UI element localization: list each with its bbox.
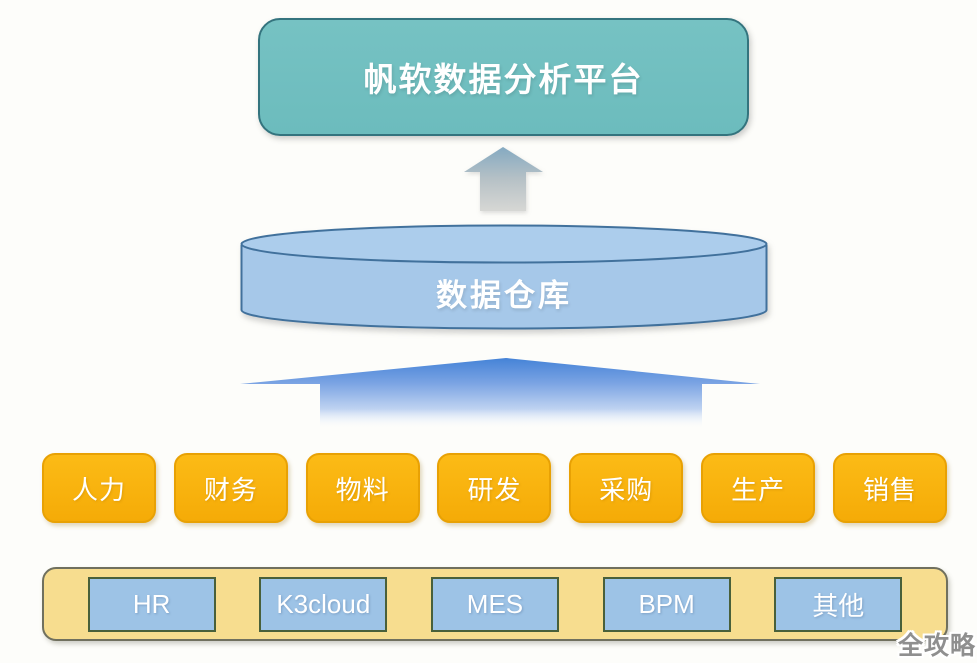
department-box-caigou: 采购 xyxy=(569,453,684,523)
department-label: 财务 xyxy=(203,474,258,505)
system-label: HR xyxy=(132,588,171,619)
department-row: 人力 财务 物料 研发 采购 生产 销售 xyxy=(42,453,947,523)
warehouse-label: 数据仓库 xyxy=(436,278,572,313)
cylinder-shape-icon xyxy=(240,224,768,330)
department-label: 销售 xyxy=(862,474,917,505)
system-label: K3cloud xyxy=(276,588,371,619)
up-arrow-icon xyxy=(464,147,543,211)
systems-panel: HR K3cloud MES BPM 其他 xyxy=(42,567,948,641)
department-label: 研发 xyxy=(467,474,522,505)
system-box-bpm: BPM xyxy=(602,576,731,632)
watermark: 全攻略 xyxy=(897,632,976,660)
department-label: 生产 xyxy=(731,474,786,505)
department-box-wuliao: 物料 xyxy=(305,453,420,523)
department-box-shengchan: 生产 xyxy=(701,453,816,523)
warehouse-cylinder: 数据仓库 xyxy=(240,224,768,330)
department-box-yanfa: 研发 xyxy=(437,453,552,523)
system-box-hr: HR xyxy=(87,576,216,632)
platform-box: 帆软数据分析平台 xyxy=(258,18,749,136)
department-label: 物料 xyxy=(335,474,390,505)
department-box-caiwu: 财务 xyxy=(173,453,288,523)
system-box-mes: MES xyxy=(430,576,559,632)
wide-up-arrow-icon xyxy=(240,358,760,429)
department-box-renli: 人力 xyxy=(42,453,156,523)
system-label: BPM xyxy=(638,588,695,619)
system-box-other: 其他 xyxy=(774,576,903,632)
department-label: 人力 xyxy=(71,474,126,505)
platform-label: 帆软数据分析平台 xyxy=(363,61,644,98)
system-box-k3cloud: K3cloud xyxy=(259,576,388,632)
department-label: 采购 xyxy=(599,474,654,505)
system-label: MES xyxy=(466,588,524,619)
system-label: 其他 xyxy=(812,590,865,621)
department-box-xiaoshou: 销售 xyxy=(832,453,947,523)
